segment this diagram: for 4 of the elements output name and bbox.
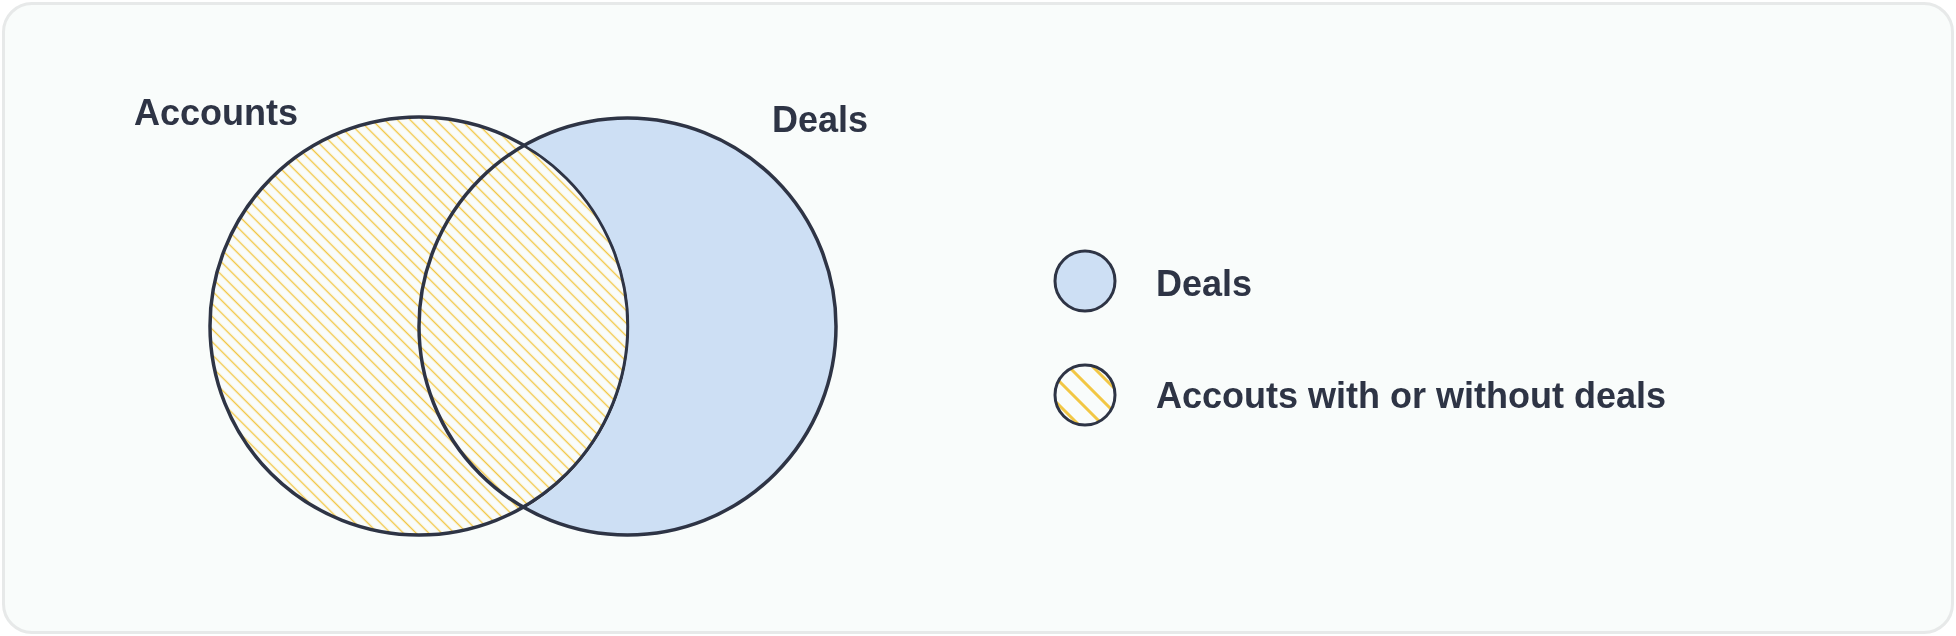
legend-label: Deals — [1156, 266, 1253, 302]
legend-label: Accouts with or without deals — [1156, 378, 1667, 414]
set-label: Deals — [772, 102, 869, 138]
set-label: Accounts — [134, 95, 299, 131]
